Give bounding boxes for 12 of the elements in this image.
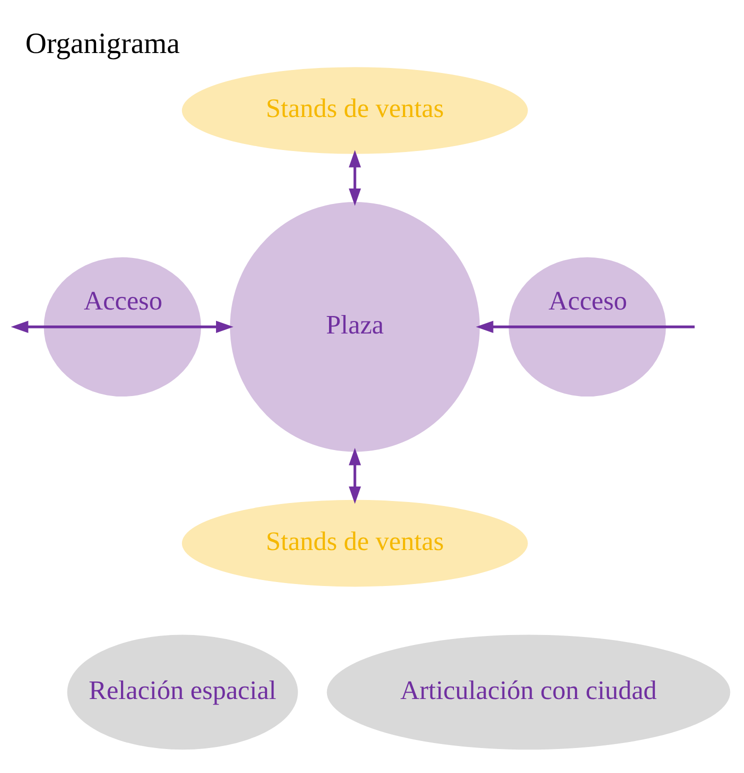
- node-ellipse: Stands de ventas: [182, 66, 528, 154]
- node-ellipse: Acceso: [44, 256, 202, 396]
- node-ellipse: Acceso: [508, 256, 666, 396]
- arrow: [348, 150, 361, 206]
- arrow: [10, 320, 234, 332]
- node-circle: Plaza: [230, 202, 480, 452]
- diagram-title: Organigrama: [25, 28, 180, 60]
- arrow: [348, 447, 361, 504]
- node-ellipse: Relación espacial: [67, 634, 298, 750]
- arrow: [476, 320, 695, 332]
- node-ellipse: Articulación con ciudad: [326, 634, 730, 750]
- node-ellipse: Stands de ventas: [182, 499, 528, 586]
